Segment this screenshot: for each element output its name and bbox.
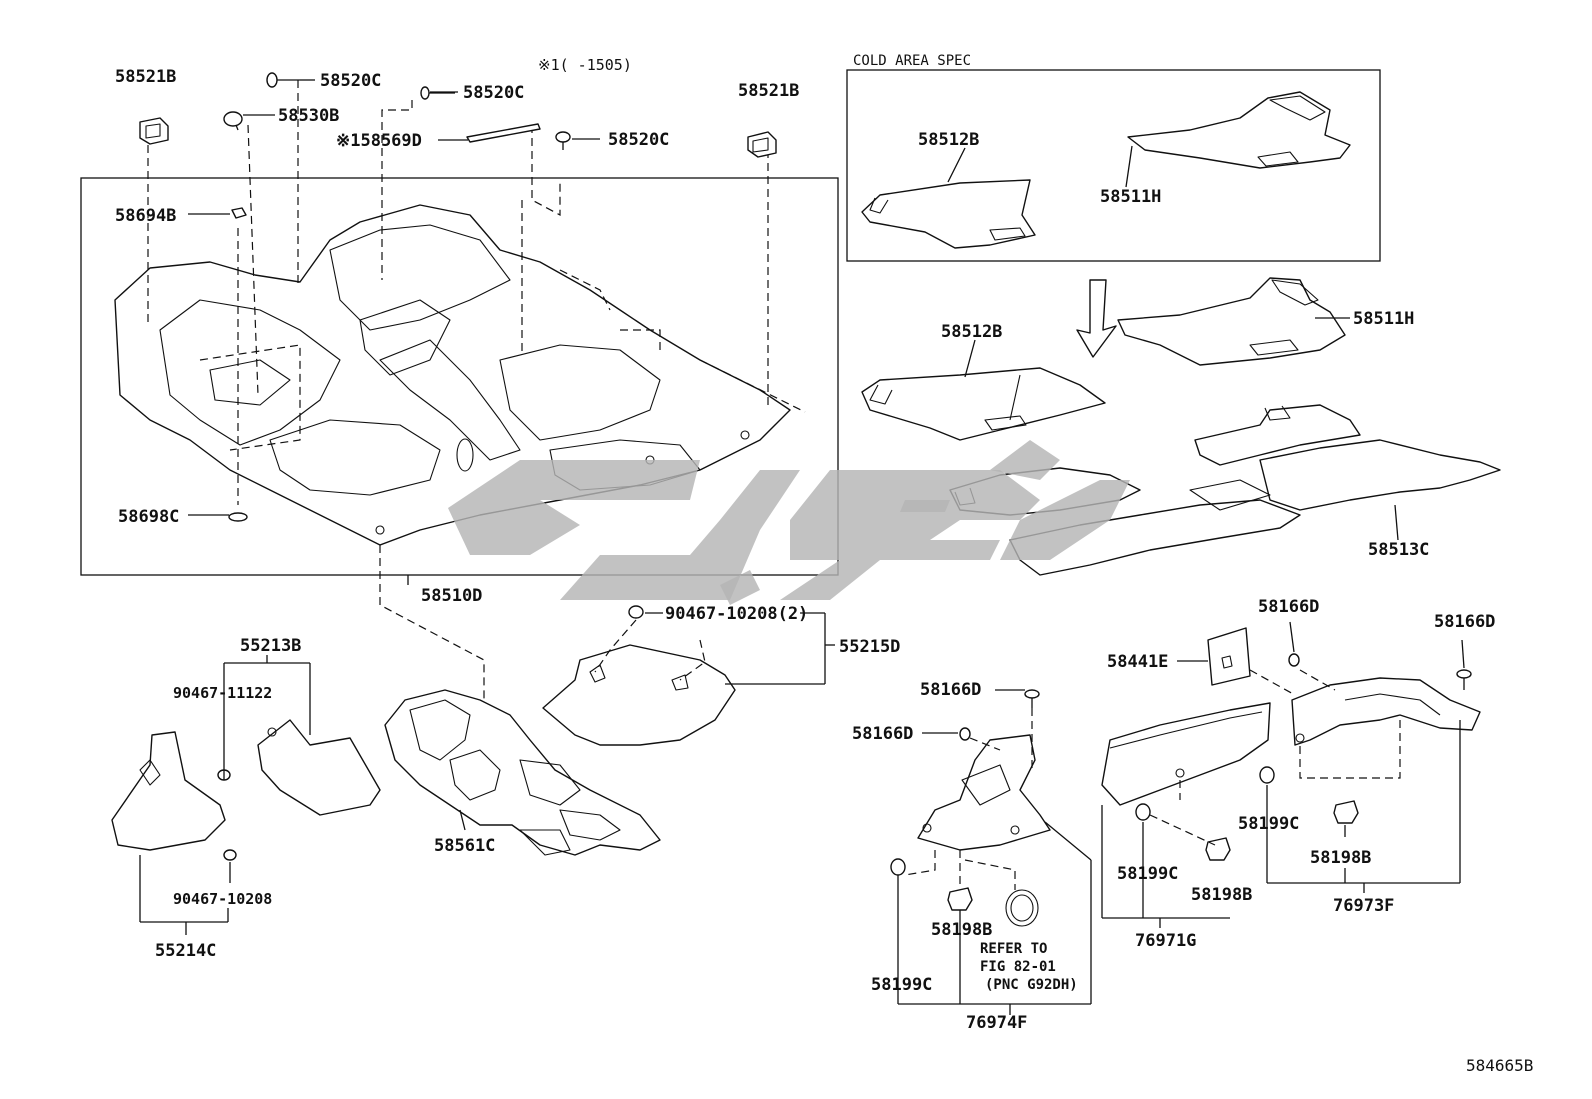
- fastener-58520C-c: [555, 131, 571, 150]
- bracket-58569D: [466, 123, 541, 143]
- callout-58198B-c: 58198B: [1310, 848, 1371, 868]
- screw-58166D-c: [1288, 653, 1300, 667]
- trim-76973F: [1291, 677, 1481, 746]
- fastener-58530B: [223, 111, 243, 131]
- cover-55213B: [257, 719, 381, 816]
- callout-76973F: 76973F: [1333, 896, 1394, 916]
- callout-58511H: 58511H: [1353, 309, 1414, 329]
- cover-55215D: [542, 644, 736, 746]
- grommet-58698C: [228, 512, 248, 522]
- callout-90467-10208: 90467-10208: [173, 890, 272, 908]
- clip-58521B-right: [747, 131, 777, 158]
- clip-58199C-c: [1259, 766, 1275, 784]
- grommet-58694B: [231, 207, 247, 219]
- clip-58198B-a: [947, 887, 973, 911]
- callout-55213B: 55213B: [240, 636, 301, 656]
- callout-58520C-c: 58520C: [608, 130, 669, 150]
- note-1505: ※1( -1505): [538, 56, 632, 74]
- callout-58198B-b: 58198B: [1191, 885, 1252, 905]
- trim-76974F: [917, 734, 1051, 851]
- diagram-code: 584665B: [1466, 1056, 1533, 1075]
- cold-area-58511H: [1127, 91, 1351, 169]
- callout-58530B: 58530B: [278, 106, 339, 126]
- callout-58511H-cold: 58511H: [1100, 187, 1161, 207]
- callout-90467-10208-x2: 90467-10208(2): [665, 604, 808, 624]
- carpet-58512B: [861, 367, 1106, 441]
- cover-55214C: [111, 731, 226, 851]
- screw-58166D-b: [959, 727, 971, 741]
- screw-58166D-d: [1456, 669, 1472, 690]
- cold-area-frame: [846, 69, 1381, 262]
- bolt-90467-10208-x2: [628, 605, 644, 619]
- callout-58512B-cold: 58512B: [918, 130, 979, 150]
- clip-58521B-left: [139, 117, 169, 145]
- callout-58513C: 58513C: [1368, 540, 1429, 560]
- cold-area-58512B: [861, 179, 1036, 249]
- refer-note-line3: (PNC G92DH): [985, 977, 1078, 993]
- callout-58698C: 58698C: [118, 507, 179, 527]
- callout-58510D: 58510D: [421, 586, 482, 606]
- callout-76971G: 76971G: [1135, 931, 1196, 951]
- callout-58166D-b: 58166D: [852, 724, 913, 744]
- callout-58694B: 58694B: [115, 206, 176, 226]
- callout-58199C-a: 58199C: [871, 975, 932, 995]
- watermark-logo: [448, 440, 1130, 605]
- main-carpet-frame: [80, 177, 839, 576]
- callout-58166D-a: 58166D: [920, 680, 981, 700]
- clip-58198B-c: [1333, 800, 1359, 824]
- callout-58199C-b: 58199C: [1117, 864, 1178, 884]
- clip-58198B-b: [1205, 837, 1231, 861]
- callout-58561C: 58561C: [434, 836, 495, 856]
- callout-58199C-c: 58199C: [1238, 814, 1299, 834]
- callout-58166D-d: 58166D: [1434, 612, 1495, 632]
- cold-area-title: COLD AREA SPEC: [853, 53, 971, 69]
- duct-58561C: [384, 689, 661, 856]
- bolt-90467-10208: [223, 849, 237, 861]
- pad-58441E: [1207, 627, 1251, 686]
- refer-note-line2: FIG 82-01: [980, 959, 1056, 975]
- callout-76974F: 76974F: [966, 1013, 1027, 1033]
- refer-note-line1: REFER TO: [980, 941, 1047, 957]
- callout-55214C: 55214C: [155, 941, 216, 961]
- clip-58199C-b: [1135, 803, 1151, 821]
- trim-76971G: [1101, 702, 1271, 806]
- callout-58512B: 58512B: [941, 322, 1002, 342]
- callout-58441E: 58441E: [1107, 652, 1168, 672]
- clip-58199C-a: [890, 858, 906, 876]
- callout-58198B-a: 58198B: [931, 920, 992, 940]
- fastener-58520C-b: [420, 86, 455, 100]
- callout-58521B-right: 58521B: [738, 81, 799, 101]
- callout-58569D: ※158569D: [336, 131, 422, 151]
- callout-55215D: 55215D: [839, 637, 900, 657]
- callout-90467-11122: 90467-11122: [173, 684, 272, 702]
- ring-g92dh: [1005, 889, 1039, 927]
- cold-spec-arrow: [1076, 279, 1117, 358]
- callout-58520C-b: 58520C: [463, 83, 524, 103]
- fastener-58520C-a: [266, 72, 300, 88]
- callout-58521B-left: 58521B: [115, 67, 176, 87]
- callout-58520C-a: 58520C: [320, 71, 381, 91]
- callout-58166D-c: 58166D: [1258, 597, 1319, 617]
- carpet-58511H: [1117, 277, 1346, 366]
- screw-58166D-a: [1024, 689, 1040, 708]
